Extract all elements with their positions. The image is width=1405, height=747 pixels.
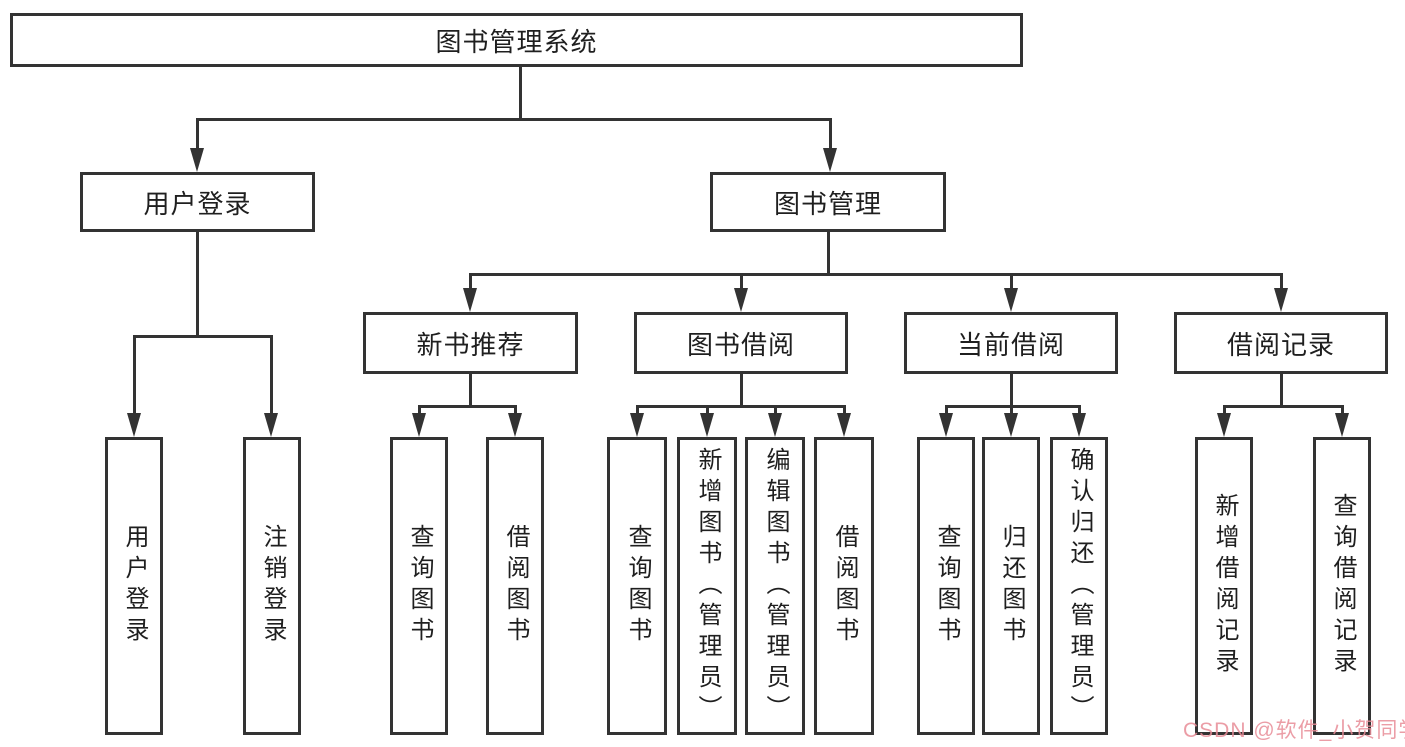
- arrow-down-icon: [823, 148, 837, 172]
- node-book-management: 图书管理: [710, 172, 946, 232]
- arrow-down-icon: [1004, 413, 1018, 437]
- connector-drop: [469, 273, 472, 289]
- connector-drop: [1078, 405, 1081, 414]
- leaf-return-books: 归还图书: [982, 437, 1040, 735]
- node-user-login: 用户登录: [80, 172, 315, 232]
- leaf-confirm-return-admin: 确认归还（管理员）: [1050, 437, 1108, 735]
- leaf-label: 查询图书: [933, 524, 960, 648]
- leaf-add-book-admin: 新增图书（管理员）: [677, 437, 737, 735]
- leaf-borrow-books-recommend: 借阅图书: [486, 437, 544, 735]
- leaf-borrow-books: 借阅图书: [814, 437, 874, 735]
- connector-drop: [418, 405, 421, 414]
- node-library-management-system: 图书管理系统: [10, 13, 1023, 67]
- connector-drop: [1010, 273, 1013, 289]
- leaf-query-books-current: 查询图书: [917, 437, 975, 735]
- connector-group-stem: [1010, 374, 1013, 405]
- csdn-watermark: CSDN @软件_小贺同学: [1183, 719, 1405, 742]
- leaf-label: 借阅图书: [831, 524, 858, 648]
- node-label: 用户登录: [143, 188, 252, 219]
- connector-drop: [843, 405, 846, 414]
- arrow-down-icon: [1335, 413, 1349, 437]
- connector-book-stem: [827, 232, 830, 273]
- arrow-down-icon: [700, 413, 714, 437]
- arrow-down-icon: [463, 288, 477, 312]
- leaf-label: 新增图书（管理员）: [694, 446, 721, 726]
- arrow-down-icon: [508, 413, 522, 437]
- arrow-down-icon: [939, 413, 953, 437]
- leaf-logout: 注销登录: [243, 437, 301, 735]
- connector-group-branch: [1223, 405, 1344, 408]
- connector-drop: [740, 273, 743, 289]
- node-book-borrowing: 图书借阅: [634, 312, 848, 374]
- leaf-query-borrow-record: 查询借阅记录: [1313, 437, 1371, 735]
- node-label: 借阅记录: [1226, 329, 1335, 360]
- connector-user-branch: [133, 335, 273, 338]
- connector-book-branch: [469, 273, 1283, 276]
- connector-group-stem: [469, 374, 472, 405]
- arrow-down-icon: [1072, 413, 1086, 437]
- leaf-label: 编辑图书（管理员）: [762, 446, 789, 726]
- node-label: 图书管理系统: [435, 26, 598, 57]
- connector-drop: [945, 405, 948, 414]
- connector-drop: [196, 118, 199, 150]
- arrow-down-icon: [1274, 288, 1288, 312]
- leaf-label: 归还图书: [998, 524, 1025, 648]
- connector-group-stem: [740, 374, 743, 405]
- node-label: 图书借阅: [686, 329, 795, 360]
- arrow-down-icon: [264, 413, 278, 437]
- arrow-down-icon: [837, 413, 851, 437]
- connector-drop: [706, 405, 709, 414]
- connector-drop: [1280, 273, 1283, 289]
- leaf-edit-book-admin: 编辑图书（管理员）: [745, 437, 805, 735]
- leaf-label: 借阅图书: [502, 524, 529, 648]
- leaf-label: 确认归还（管理员）: [1066, 446, 1093, 726]
- connector-drop: [133, 335, 136, 413]
- arrow-down-icon: [768, 413, 782, 437]
- connector-group-branch: [418, 405, 517, 408]
- leaf-label: 查询图书: [406, 524, 433, 648]
- leaf-label: 新增借阅记录: [1211, 493, 1238, 679]
- arrow-down-icon: [630, 413, 644, 437]
- connector-group-branch: [636, 405, 846, 408]
- connector-drop: [514, 405, 517, 414]
- leaf-label: 查询借阅记录: [1329, 493, 1356, 679]
- leaf-label: 注销登录: [259, 524, 286, 648]
- node-label: 图书管理: [773, 188, 882, 219]
- node-label: 新书推荐: [416, 329, 525, 360]
- connector-drop: [829, 118, 832, 150]
- node-label: 当前借阅: [956, 329, 1065, 360]
- leaf-user-login: 用户登录: [105, 437, 163, 735]
- connector-drop: [1341, 405, 1344, 414]
- leaf-label: 用户登录: [121, 524, 148, 648]
- connector-group-stem: [1280, 374, 1283, 405]
- connector-group-branch: [945, 405, 1081, 408]
- leaf-query-books-recommend: 查询图书: [390, 437, 448, 735]
- leaf-query-books-borrow: 查询图书: [607, 437, 667, 735]
- node-new-book-recommend: 新书推荐: [363, 312, 578, 374]
- connector-drop: [1010, 405, 1013, 414]
- node-borrow-records: 借阅记录: [1174, 312, 1388, 374]
- connector-drop: [1223, 405, 1226, 414]
- arrow-down-icon: [127, 413, 141, 437]
- connector-drop: [774, 405, 777, 414]
- arrow-down-icon: [1217, 413, 1231, 437]
- arrow-down-icon: [412, 413, 426, 437]
- arrow-down-icon: [734, 288, 748, 312]
- connector-root-branch: [196, 118, 832, 121]
- leaf-label: 查询图书: [624, 524, 651, 648]
- connector-drop: [636, 405, 639, 414]
- arrow-down-icon: [1004, 288, 1018, 312]
- arrow-down-icon: [190, 148, 204, 172]
- connector-user-stem: [196, 232, 199, 335]
- leaf-add-borrow-record: 新增借阅记录: [1195, 437, 1253, 735]
- node-current-borrowing: 当前借阅: [904, 312, 1118, 374]
- connector-drop: [270, 335, 273, 413]
- connector-root-stem: [519, 66, 522, 118]
